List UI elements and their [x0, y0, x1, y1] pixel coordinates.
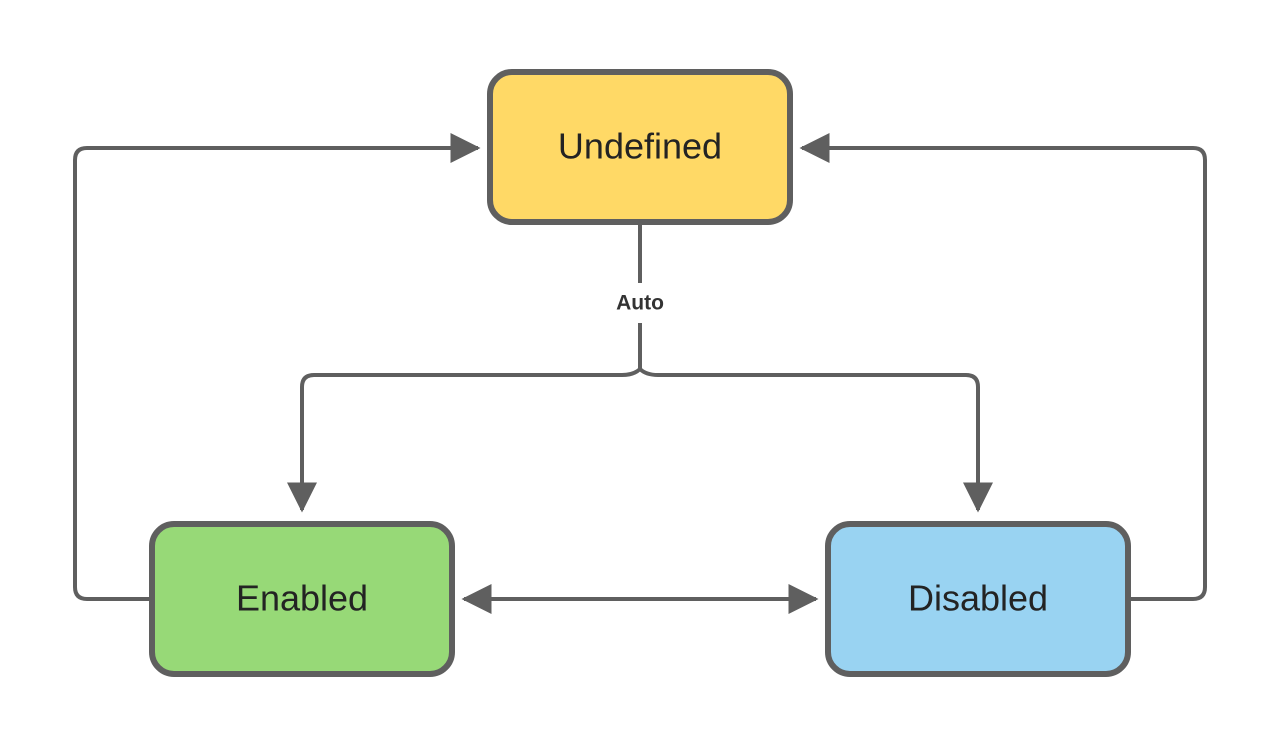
edge-undefined-to-enabled[interactable] [287, 367, 642, 513]
node-enabled-shape [149, 521, 455, 677]
edge-undefined-to-disabled[interactable] [638, 367, 993, 513]
edge-label-auto-background [594, 283, 686, 323]
node-enabled[interactable]: Enabled [149, 521, 455, 677]
edge-path-undefined-to-disabled [638, 367, 993, 513]
edge-label-auto: Auto [594, 283, 686, 323]
edge-path-enabled-to-undefined [73, 133, 481, 601]
node-disabled-label: Disabled [908, 578, 1048, 619]
edge-path-undefined-to-enabled [287, 367, 642, 513]
edge-enabled-to-undefined[interactable] [73, 133, 481, 601]
node-undefined[interactable]: Undefined [487, 69, 793, 225]
edge-disabled-to-undefined[interactable] [799, 133, 1207, 601]
edge-path-disabled-to-undefined [799, 133, 1207, 601]
node-enabled-label: Enabled [236, 578, 368, 619]
node-undefined-label: Undefined [558, 126, 722, 167]
node-disabled[interactable]: Disabled [825, 521, 1131, 677]
node-undefined-shape [487, 69, 793, 225]
edge-label-auto-text: Auto [616, 292, 664, 315]
node-disabled-shape [825, 521, 1131, 677]
